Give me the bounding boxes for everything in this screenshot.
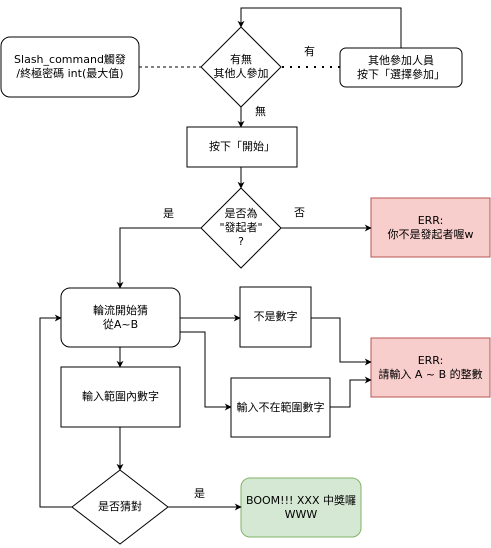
edge-turns-to-out-of-range — [180, 331, 232, 411]
not-number-box — [239, 286, 312, 348]
is-initiator-decision — [200, 187, 282, 269]
press-start-box — [186, 126, 298, 168]
edge-loop-back-to-decision — [237, 7, 402, 48]
guessed-decision — [71, 469, 169, 545]
edge-out-of-range-to-err — [330, 376, 372, 408]
other-participants-decision — [200, 26, 282, 108]
edge-label-no-participants: 無 — [255, 105, 266, 118]
edge-initiator-yes — [116, 227, 201, 289]
take-turns-box — [60, 287, 181, 348]
slash-command-box — [0, 36, 140, 98]
edge-label-no-initiator: 否 — [294, 206, 305, 219]
err-not-initiator-box — [370, 197, 491, 258]
edge-label-yes-initiator: 是 — [163, 207, 174, 220]
boom-box — [240, 477, 362, 538]
err-range-box — [370, 337, 491, 398]
edge-not-number-to-err — [311, 317, 372, 366]
edge-label-yes-guessed: 是 — [194, 487, 205, 500]
edge-label-yes-participants: 有 — [304, 45, 315, 58]
other-participant-box — [339, 47, 463, 88]
input-out-of-range-box — [230, 377, 331, 438]
input-in-range-box — [60, 366, 181, 428]
edge-guessed-no-loop — [39, 314, 72, 508]
